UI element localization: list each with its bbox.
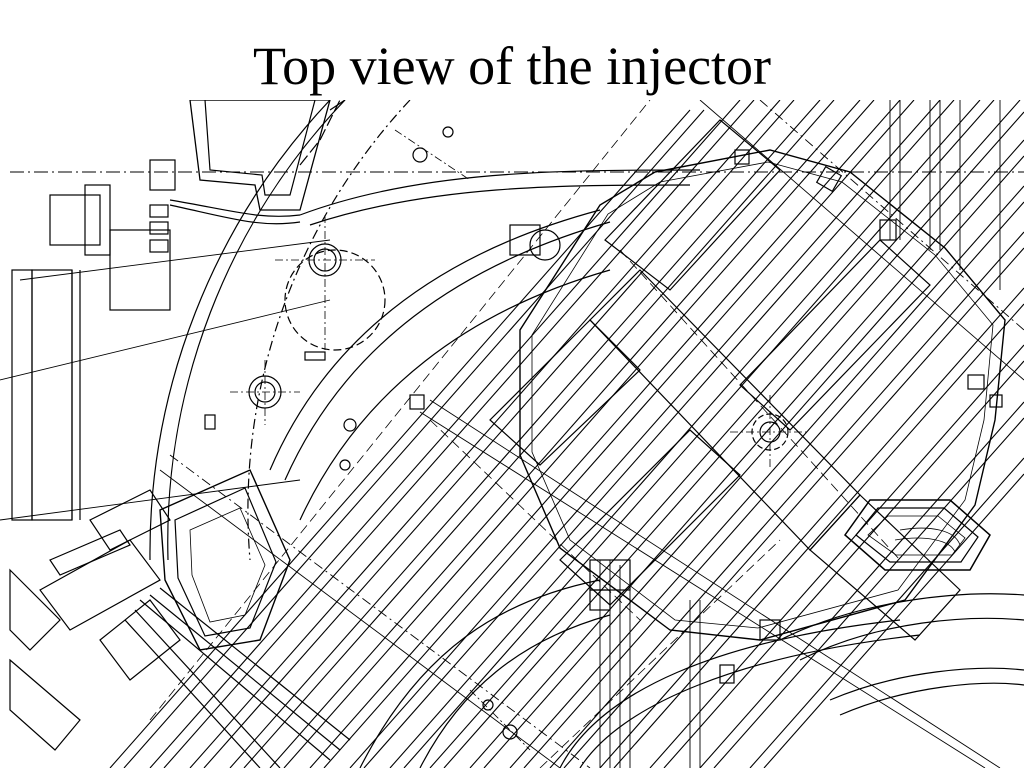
technical-drawing (0, 100, 1024, 768)
vertical-line-group-top (889, 100, 1001, 290)
port-circles (248, 126, 789, 740)
diagonal-line-array (109, 100, 1024, 768)
construction-lines (149, 100, 901, 768)
right-octagon-component (843, 499, 991, 571)
left-flange-assembly (11, 159, 301, 521)
vertical-line-group (599, 560, 701, 768)
gun-chamber (124, 469, 351, 768)
octagonal-chamber (519, 149, 1006, 641)
flange-blocks (204, 149, 1003, 684)
crosshair-lines (230, 129, 810, 751)
staircase-blocks (9, 489, 181, 751)
upper-duct-structure (189, 100, 346, 211)
crossing-diagonal-lines (0, 100, 1024, 768)
slide-title: Top view of the injector (252, 36, 772, 96)
vessel-outline-arcs (149, 100, 1024, 768)
injector-top-view-drawing (0, 100, 1024, 768)
